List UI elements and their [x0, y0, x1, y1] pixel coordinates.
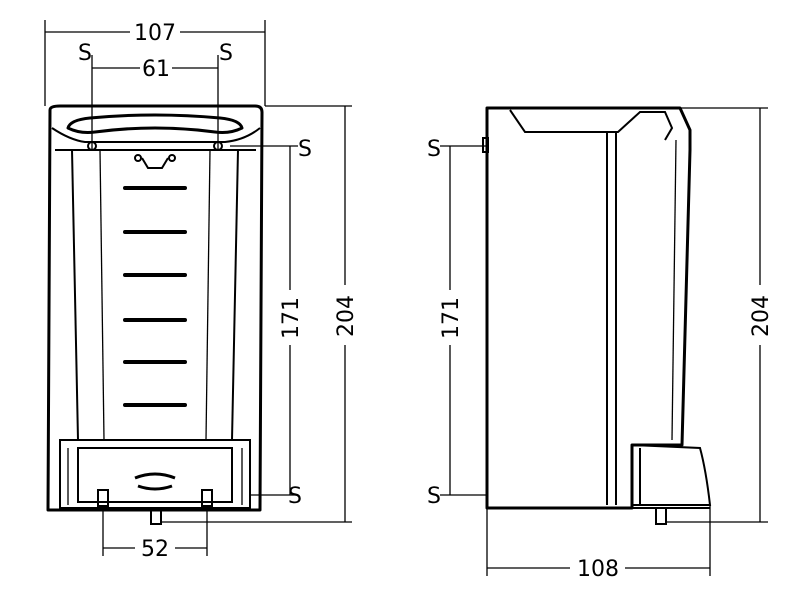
side-nozzle [655, 507, 667, 525]
front-window-right [205, 149, 211, 441]
screw-marker: S [219, 41, 233, 66]
hanger-hole-left [134, 154, 142, 162]
dispense-housing [59, 439, 251, 509]
pin-left [97, 489, 109, 507]
front-top-cap [51, 127, 261, 143]
push-button [77, 447, 233, 503]
front-right-side-line [231, 149, 239, 441]
side-top-lid [509, 109, 674, 141]
front-dimensions: 107 61 S S 171 S S 204 52 [44, 20, 359, 562]
screw-marker: S [298, 137, 312, 162]
button-logo [134, 472, 176, 491]
side-front-line [671, 139, 677, 441]
screw-marker: S [427, 137, 441, 162]
screw-marker: S [288, 484, 302, 509]
side-view [482, 106, 712, 525]
dim-side-depth: 108 [577, 557, 619, 582]
front-left-side-line [71, 149, 79, 441]
side-dimensions: 171 S S 204 108 [427, 107, 774, 582]
screw-marker: S [78, 41, 92, 66]
dim-side-screw-vertical: 171 [439, 297, 464, 339]
hanger-tab [141, 157, 169, 169]
side-body-outline [485, 106, 692, 510]
front-window-left [99, 149, 105, 441]
dim-side-height: 204 [749, 295, 774, 337]
front-body-outline [46, 104, 264, 512]
dim-pin-spacing: 52 [141, 537, 169, 562]
front-view [46, 104, 264, 525]
side-hanger [482, 137, 489, 153]
dim-front-width: 107 [134, 21, 176, 46]
dim-front-screw-vertical: 171 [279, 297, 304, 339]
dim-front-height: 204 [334, 295, 359, 337]
hanger-hole-right [168, 154, 176, 162]
side-dispense-housing [631, 443, 712, 506]
dim-screw-spacing: 61 [142, 57, 170, 82]
front-top-grip [66, 113, 244, 134]
screw-marker: S [427, 484, 441, 509]
pin-right [201, 489, 213, 507]
nozzle [150, 509, 162, 525]
